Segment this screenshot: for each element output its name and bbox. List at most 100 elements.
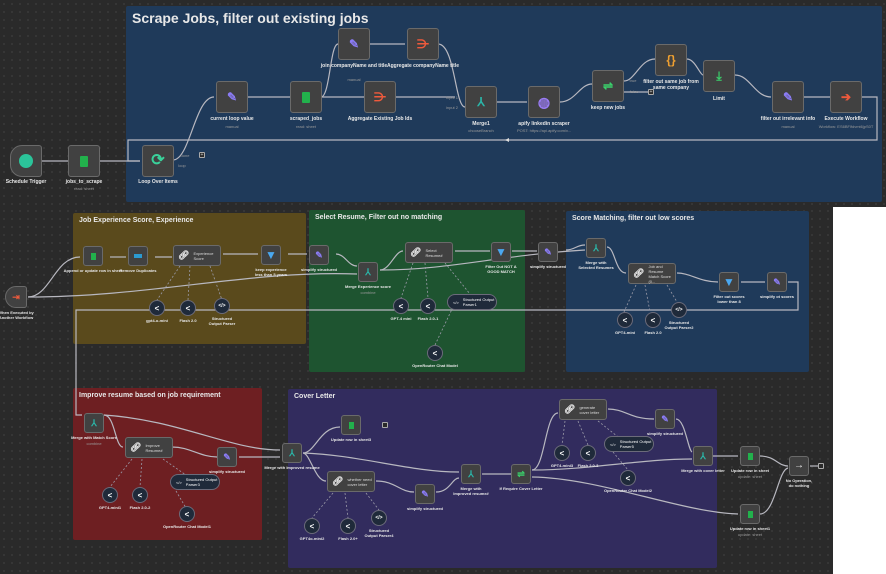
merge1-node[interactable]: ⅄ xyxy=(465,86,497,118)
openrouter-model-node[interactable]: < xyxy=(620,470,636,486)
merge-selected-node[interactable]: ⅄ xyxy=(586,238,606,258)
aggregate-icon: ⋺ xyxy=(374,90,386,104)
when-executed-node[interactable]: ⇥ xyxy=(5,286,27,308)
node-label: scraped_jobs xyxy=(289,116,323,122)
simplify-structured-node[interactable]: ✎ xyxy=(309,245,329,265)
flash-model-node[interactable]: < xyxy=(645,312,661,328)
flash-model-node[interactable]: < xyxy=(132,487,148,503)
improve-resume-node[interactable]: 🔗︎ Improve Resume# xyxy=(125,437,173,458)
add-node-button[interactable] xyxy=(382,422,388,428)
node-label: simplify ot scores xyxy=(759,294,795,299)
structured-parser-node[interactable]: </> Structured Output Parser3 xyxy=(170,474,220,490)
merge-cover-node[interactable]: ⅄ xyxy=(693,446,713,466)
node-label: filter out irrelevant info xyxy=(760,116,816,122)
loop-over-items-node[interactable]: ⟳ xyxy=(142,145,174,177)
filter-not-match-node[interactable]: ▼ xyxy=(491,242,511,262)
node-label: Aggregate companyName title xyxy=(387,63,459,69)
aggregate-ids-node[interactable]: ⋺ xyxy=(364,81,396,113)
update-row-node[interactable] xyxy=(740,446,760,466)
keep-experience-node[interactable]: ▼ xyxy=(261,245,281,265)
add-node-button[interactable] xyxy=(818,463,824,469)
merge-improved-node[interactable]: ⅄ xyxy=(282,443,302,463)
chain-icon: 🔗︎ xyxy=(633,268,645,278)
gpt-model-node[interactable]: < xyxy=(102,487,118,503)
structured-parser-node[interactable]: </> xyxy=(671,302,687,318)
structured-parser-node[interactable]: </> Structured Output Parser1 xyxy=(447,294,497,310)
pencil-icon: ✎ xyxy=(544,246,552,257)
filter-irrelevant-node[interactable]: ✎ xyxy=(772,81,804,113)
node-subtitle: combine xyxy=(86,441,102,446)
node-label: Merge with Improved resume xyxy=(264,465,320,470)
output-label-true: true xyxy=(629,78,637,83)
limit-node[interactable]: ⤓ xyxy=(703,60,735,92)
generate-cover-node[interactable]: 🔗︎ generate cover letter xyxy=(559,399,607,420)
apify-scraper-node[interactable]: ◍ xyxy=(528,86,560,118)
keep-new-jobs-node[interactable]: ⇌ xyxy=(592,70,624,102)
gpt-model-node[interactable]: < xyxy=(304,518,320,534)
cover-letter-check-node[interactable]: 🔗︎ whether need cover letter xyxy=(327,471,375,492)
append-update-node[interactable] xyxy=(83,246,103,266)
node-label: Update row in sheet1 xyxy=(729,526,771,531)
add-node-button[interactable]: + xyxy=(648,89,654,95)
flash-model-node[interactable]: < xyxy=(580,445,596,461)
group-experience[interactable]: Job Experience Score, Experience xyxy=(73,213,306,344)
structured-parser-node[interactable]: </> xyxy=(214,298,230,314)
simplify-scores-node[interactable]: ✎ xyxy=(767,272,787,292)
node-label: simplify structured xyxy=(208,469,246,474)
node-label: OpenRouter Chat Model1 xyxy=(162,524,212,529)
aggregate-company-node[interactable]: ⋺ xyxy=(407,28,439,60)
node-label: Aggregate Existing Job Ids xyxy=(347,116,413,122)
current-loop-value-node[interactable]: ✎ xyxy=(216,81,248,113)
select-resume-node[interactable]: 🔗︎ Select Resume# xyxy=(405,242,453,263)
execute-workflow-node[interactable]: ➔ xyxy=(830,81,862,113)
merge-match-node[interactable]: ⅄ xyxy=(84,413,104,433)
jobs-to-scrape-node[interactable] xyxy=(68,145,100,177)
no-operation-node[interactable]: → xyxy=(789,456,809,476)
structured-parser-node[interactable]: </> Structured Output Parser5 xyxy=(604,436,654,452)
node-label: If Require Cover Letter xyxy=(499,486,543,491)
gpt4o-mini-model-node[interactable]: < xyxy=(149,300,165,316)
node-label: GPT4-mini xyxy=(614,330,636,335)
add-node-button[interactable]: + xyxy=(199,152,205,158)
update-row1-node[interactable] xyxy=(740,504,760,524)
filter-icon: ▼ xyxy=(495,245,507,259)
flash-model-node[interactable]: < xyxy=(340,518,356,534)
chain-icon: 🔗︎ xyxy=(332,476,344,486)
scraped-jobs-node[interactable] xyxy=(290,81,322,113)
simplify-structured-node[interactable]: ✎ xyxy=(655,409,675,429)
node-label: Limit xyxy=(713,96,725,102)
remove-duplicates-node[interactable] xyxy=(128,246,148,266)
merge-improved2-node[interactable]: ⅄ xyxy=(461,464,481,484)
model-icon: < xyxy=(425,301,431,311)
flash-model-node[interactable]: < xyxy=(420,298,436,314)
flash-model-node[interactable]: < xyxy=(180,300,196,316)
structured-parser-node[interactable]: </> xyxy=(371,510,387,526)
group-select-resume[interactable]: Select Resume, Filter out no matching xyxy=(309,210,525,372)
if-requires-cover-node[interactable]: ⇌ xyxy=(511,464,531,484)
openrouter-model-node[interactable]: < xyxy=(427,345,443,361)
model-icon: < xyxy=(432,348,438,358)
group-title: Job Experience Score, Experience xyxy=(79,217,194,224)
node-label: Structured Output Parser xyxy=(208,316,236,326)
merge-icon: ⅄ xyxy=(593,242,599,253)
filter-low-score-node[interactable]: ▼ xyxy=(719,272,739,292)
schedule-trigger-node[interactable] xyxy=(10,145,42,177)
join-company-node[interactable]: ✎ xyxy=(338,28,370,60)
simplify-structured-node[interactable]: ✎ xyxy=(217,447,237,467)
node-label: GPT4o-mini2 xyxy=(299,536,325,541)
merge-experience-node[interactable]: ⅄ xyxy=(358,262,378,282)
model-icon: < xyxy=(137,490,143,500)
node-label: GPT4-mini3 xyxy=(550,463,574,468)
node-label: Flash 2.0 xyxy=(179,318,197,323)
filter-same-job-node[interactable]: {} xyxy=(655,44,687,76)
gpt-model-node[interactable]: < xyxy=(617,312,633,328)
openrouter-model-node[interactable]: < xyxy=(179,506,195,522)
gpt-model-node[interactable]: < xyxy=(393,298,409,314)
gpt-model-node[interactable]: < xyxy=(554,445,570,461)
update-row3-node[interactable] xyxy=(341,415,361,435)
simplify-structured-node[interactable]: ✎ xyxy=(538,242,558,262)
simplify-structured-node[interactable]: ✎ xyxy=(415,484,435,504)
job-resume-score-node[interactable]: 🔗︎ Job and Resume Match Score (0... xyxy=(628,263,676,284)
experience-score-node[interactable]: 🔗︎ Experience Score xyxy=(173,245,221,266)
sheets-icon xyxy=(302,91,310,103)
